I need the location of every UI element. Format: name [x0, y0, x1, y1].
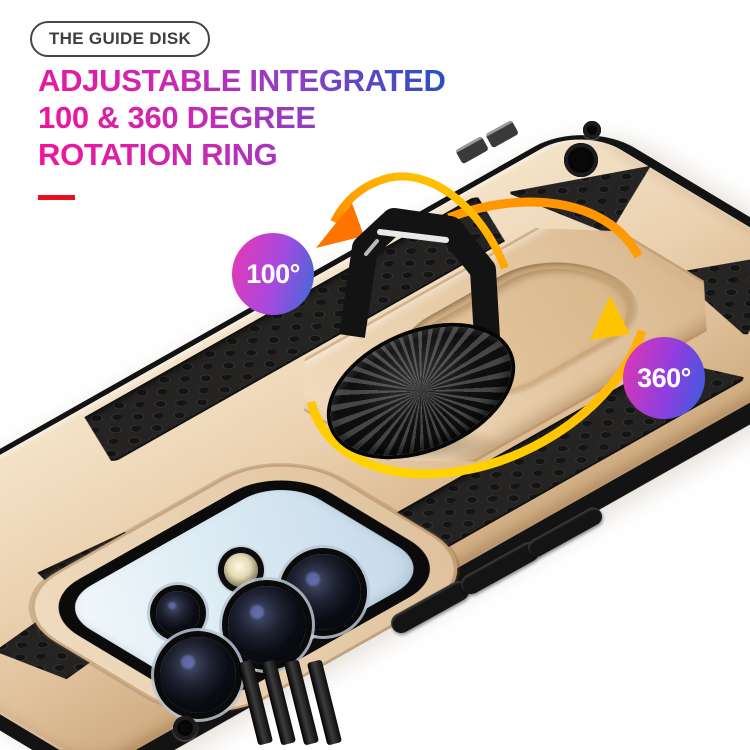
- flip-arrow-icon: [330, 172, 509, 270]
- camera-lens: [228, 586, 306, 664]
- corner-screw: [564, 143, 598, 177]
- flip-angle-badge: 100°: [232, 233, 314, 315]
- spin-angle-badge: 360°: [623, 337, 705, 419]
- spin-arrow-icon: [303, 197, 653, 479]
- headline-line-3: ROTATION RING: [38, 137, 278, 172]
- stirrup-highlight: [364, 239, 379, 256]
- flip-angle-label: 100°: [246, 258, 300, 289]
- headline-line-2: 100 & 360 DEGREE: [38, 100, 316, 135]
- camera-lens-small: [156, 591, 200, 635]
- headline: ADJUSTABLE INTEGRATED 100 & 360 DEGREE R…: [38, 62, 478, 173]
- spin-arrowhead-icon: [590, 296, 630, 340]
- camera-lens: [160, 637, 236, 713]
- lens-glint: [168, 601, 177, 610]
- corner-hole: [583, 121, 601, 139]
- lens-glint: [306, 572, 320, 586]
- stirrup-highlight: [377, 229, 449, 243]
- lens-glint: [181, 655, 195, 669]
- spin-angle-label: 360°: [637, 362, 691, 393]
- flip-arrowhead-icon: [316, 203, 364, 248]
- ring-stirrup: [339, 208, 500, 339]
- headline-line-1: ADJUSTABLE INTEGRATED: [38, 63, 446, 98]
- camera-flash: [224, 553, 258, 587]
- corner-screw: [173, 716, 197, 740]
- lens-glint: [249, 604, 264, 619]
- guide-disk-label: THE GUIDE DISK: [49, 29, 192, 48]
- guide-disk-badge: THE GUIDE DISK: [30, 21, 211, 57]
- red-underline: [38, 195, 75, 200]
